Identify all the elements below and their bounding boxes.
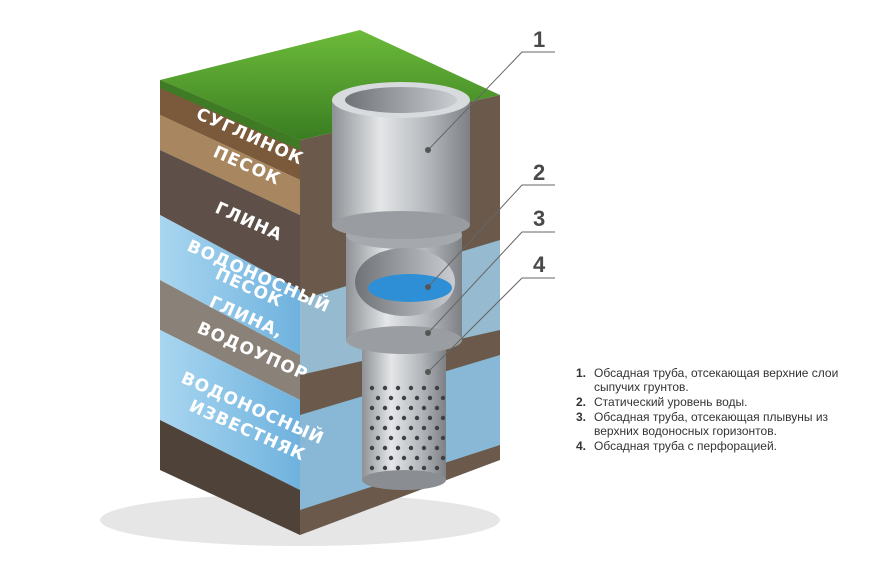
callout-dot-4 [425,369,431,375]
well-pipes [332,82,470,490]
legend-item-text: Статический уровень воды. [594,395,748,409]
top-casing-pipe [332,100,470,225]
callout-line-4 [427,277,555,373]
callout-number-2: 2 [533,160,545,185]
perforation-hole [434,445,440,451]
perforation-hole [408,445,414,451]
perforation-hole [421,385,427,391]
perforation-hole [421,405,427,411]
perforation-hole [421,425,427,431]
perforation-hole [375,395,381,401]
legend-item-text: Обсадная труба, отсекающая верхние слои … [594,366,839,394]
top-pipe-bottom-rim [332,211,470,239]
perforation-hole [408,465,414,471]
legend-item-text: Обсадная труба, отсекающая плывуны из ве… [594,410,829,438]
perforation-hole [434,465,440,471]
perforation-hole [388,455,394,461]
perforation-hole [388,395,394,401]
perforation-hole [388,415,394,421]
legend-item-text: Обсадная труба с перфорацией. [594,439,778,453]
legend-item: 1. Обсадная труба, отсекающая верхние сл… [576,366,856,394]
callout-line-2 [427,184,555,288]
perforation-hole [382,405,388,411]
perforation-hole [395,385,401,391]
top-pipe-opening [345,87,457,113]
callout-number-3: 3 [533,206,545,231]
callout-lines [427,51,555,373]
legend-item: 3. Обсадная труба, отсекающая плывуны из… [576,410,856,438]
perforation-hole [434,405,440,411]
static-water-level [368,274,452,302]
perforation-hole [375,435,381,441]
middle-pipe-bottom-rim [346,326,462,354]
perforation-hole [408,405,414,411]
grass-edge [160,80,300,150]
callout-dot-2 [425,284,431,290]
perforation-hole [440,455,446,461]
callout-dots [425,147,431,375]
callout-dot-1 [425,147,431,153]
perforation-hole [434,425,440,431]
legend-item-number: 1. [576,366,587,380]
perforation-hole [401,415,407,421]
legend-list: 1. Обсадная труба, отсекающая верхние сл… [576,366,856,454]
perforation-hole [434,385,440,391]
perforation-hole [382,445,388,451]
legend-item: 2. Статический уровень воды. [576,395,856,409]
perforation-hole [427,435,433,441]
legend-item-number: 4. [576,439,587,453]
perforation-hole [414,415,420,421]
perforation-hole [375,415,381,421]
stratum-water-sand [160,215,300,355]
legend-item-number: 3. [576,410,587,424]
perforation-hole [375,455,381,461]
perforation-hole [427,415,433,421]
perforation-hole [369,465,375,471]
perforated-pipe-bottom [362,470,446,490]
perforation-hole [440,435,446,441]
perforation-hole [408,385,414,391]
perforation-hole [369,445,375,451]
stratum-clay [160,150,300,290]
perforation-hole [395,465,401,471]
stratum-water-limestone [160,330,300,490]
callout-dot-3 [425,330,431,336]
perforation-hole [382,385,388,391]
perforation-hole [401,395,407,401]
perforation-hole [369,405,375,411]
perforation-hole [401,435,407,441]
stratum-loam [160,80,300,180]
perforation-hole [427,455,433,461]
perforation-hole [395,445,401,451]
legend-item-number: 2. [576,395,587,409]
perforation-hole [427,395,433,401]
stratum-bottom [160,420,300,535]
legend-item: 4. Обсадная труба с перфорацией. [576,439,856,453]
perforation-hole [369,425,375,431]
callout-number-1: 1 [533,27,545,52]
perforation-hole [440,415,446,421]
perforation-hole [382,465,388,471]
perforation-hole [395,405,401,411]
callout-number-4: 4 [533,252,546,277]
stratum-clay-aquitard [160,280,300,400]
callout-line-1 [427,51,555,151]
perforation-hole [395,425,401,431]
perforation-hole [440,395,446,401]
stratum-sand [160,115,300,215]
perforation-hole [382,425,388,431]
perforation-hole [414,395,420,401]
perforation-hole [401,455,407,461]
perforation-hole [408,425,414,431]
perforation-hole [414,455,420,461]
perforation-hole [369,385,375,391]
perforation-hole [421,445,427,451]
callout-line-3 [427,231,555,334]
perforation-hole [414,435,420,441]
perforation-hole [388,435,394,441]
perforation-hole [421,465,427,471]
perforation-holes [369,385,446,471]
